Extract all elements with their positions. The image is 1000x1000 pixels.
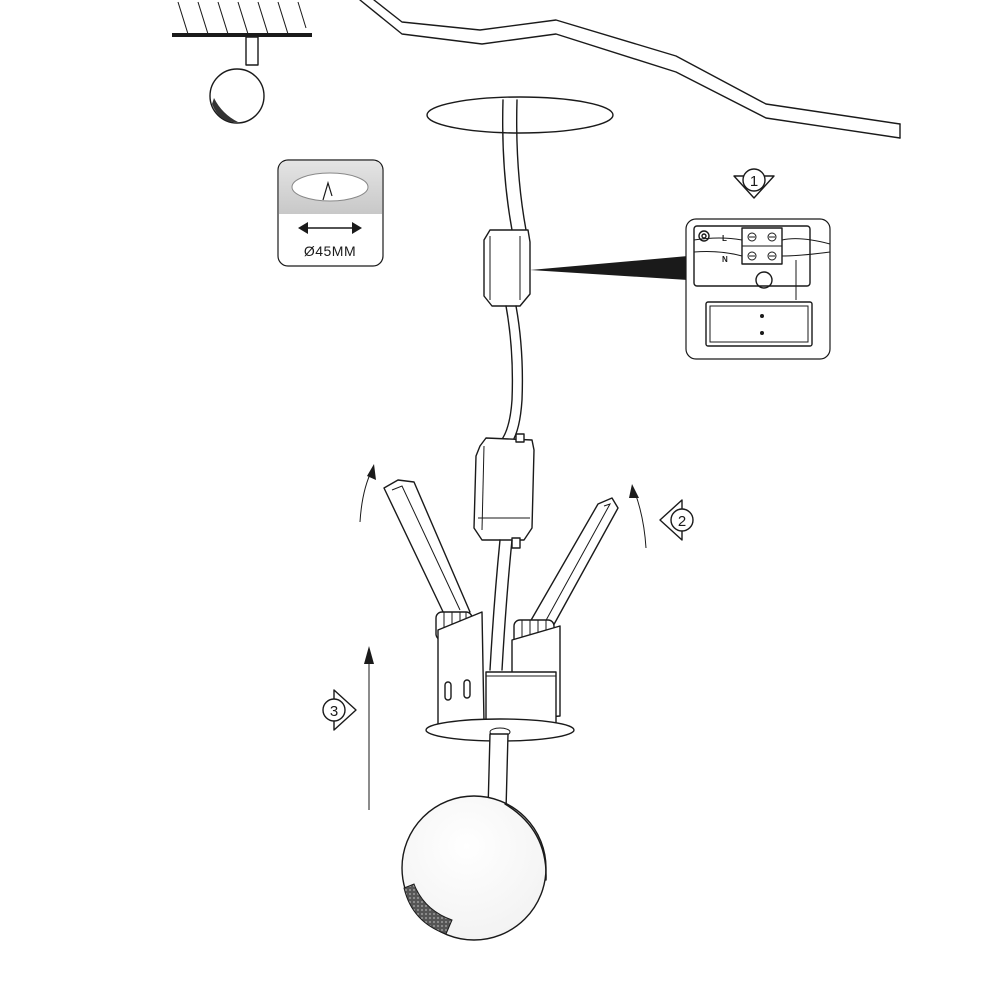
- step-3-number: 3: [330, 703, 338, 720]
- fitting-body: [425, 611, 575, 742]
- spotlight-head: [401, 733, 547, 941]
- push-up-arrow: [364, 646, 374, 810]
- terminal-label-live: L: [722, 234, 727, 243]
- mini-spot-ball: [209, 68, 265, 124]
- hole-sketch: [291, 172, 369, 202]
- ceiling-slab: [172, 33, 312, 37]
- ceiling-hatching: [177, 1, 307, 35]
- upper-driver-box: [483, 229, 531, 307]
- ceiling-cut-edge: [359, 0, 901, 139]
- step-2-number: 2: [678, 513, 686, 530]
- hole-size-panel: Ø45MM: [277, 159, 384, 267]
- wiring-detail-pointer: [530, 256, 688, 280]
- lower-driver-box: [473, 433, 535, 549]
- wiring-detail-panel: L N: [685, 218, 831, 360]
- rotate-clip-arrow-left: [359, 464, 376, 523]
- step-2-marker: 2: [659, 499, 694, 541]
- ceiling-mounted-preview: [172, 1, 312, 124]
- double-arrow-icon: [298, 222, 362, 234]
- step-3-marker: 3: [322, 689, 357, 731]
- hole-size-label: Ø45MM: [304, 243, 356, 259]
- lens-mesh: [403, 883, 453, 935]
- step-1-marker: 1: [733, 168, 775, 199]
- rotate-clip-arrow-right: [629, 484, 647, 549]
- step-1-number: 1: [750, 173, 758, 190]
- left-spring-clip: [383, 479, 473, 641]
- ceiling-hole: [426, 96, 614, 134]
- terminal-label-neutral: N: [722, 255, 728, 264]
